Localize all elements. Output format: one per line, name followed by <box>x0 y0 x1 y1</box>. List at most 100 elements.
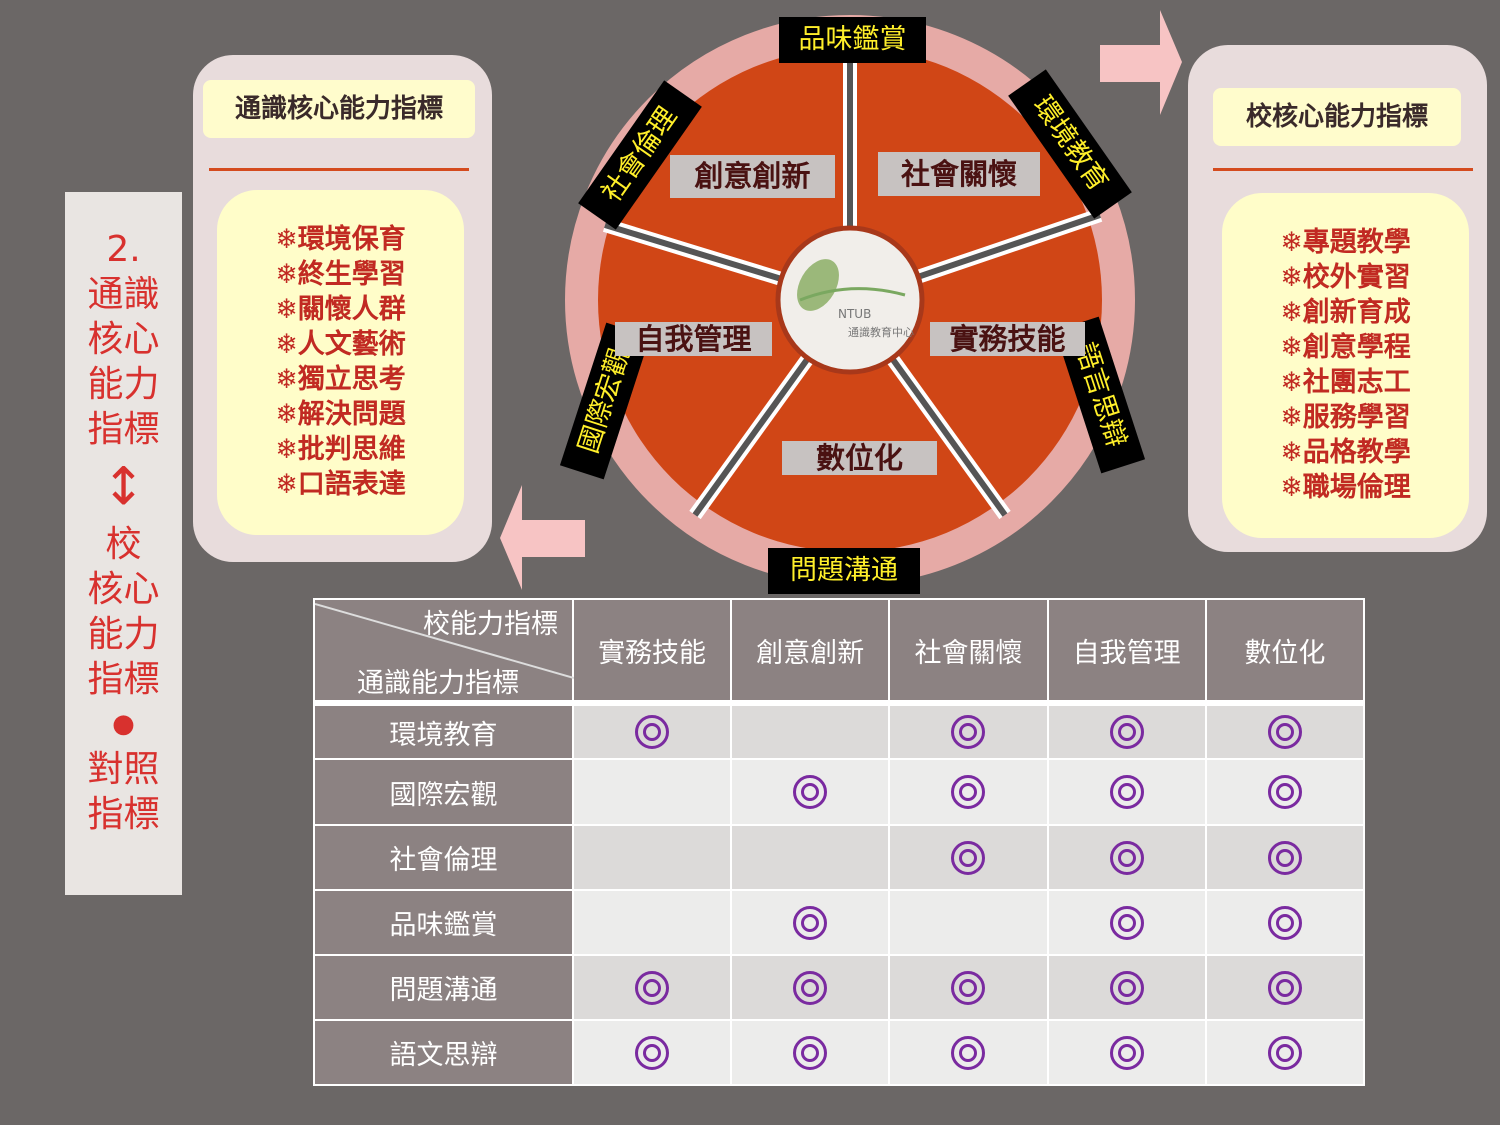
left-panel-title: 通識核心能力指標 <box>203 80 475 138</box>
table-cell <box>1204 1019 1366 1086</box>
list-item: ❄校外實習 <box>1280 262 1411 293</box>
table-row: 問題溝通 <box>313 954 1366 1021</box>
double-circle-mark-icon <box>1267 970 1302 1005</box>
mapping-table: 校能力指標 通識能力指標 實務技能 創意創新 社會關懷 自我管理 數位化 環境教… <box>313 598 1366 1086</box>
column-header: 社會關懷 <box>888 598 1049 704</box>
table-cell <box>888 954 1049 1021</box>
side-line: 指標 <box>87 794 160 835</box>
up-down-arrow-icon: ↕ <box>101 457 146 517</box>
list-item: ❄人文藝術 <box>275 329 406 360</box>
side-line: 核心 <box>87 319 160 360</box>
row-header: 環境教育 <box>313 702 574 760</box>
wheel-diagram: NTUB 通識教育中心 <box>500 10 1182 590</box>
list-item: ❄解決問題 <box>275 399 406 430</box>
table-cell <box>571 954 733 1021</box>
left-arrow-icon <box>500 485 585 590</box>
double-circle-mark-icon <box>1267 715 1302 749</box>
list-item: ❄批判思維 <box>275 434 406 465</box>
list-item: ❄終生學習 <box>275 259 406 290</box>
list-item: ❄職場倫理 <box>1280 472 1411 503</box>
double-circle-mark-icon <box>1267 905 1302 940</box>
left-panel-list: ❄環境保育❄終生學習❄關懷人群❄人文藝術❄獨立思考❄解決問題❄批判思維❄口語表達 <box>217 190 464 535</box>
table-cell <box>1046 702 1207 760</box>
table-cell <box>730 824 891 891</box>
column-header: 數位化 <box>1204 598 1366 704</box>
side-line: 對照 <box>87 749 160 790</box>
table-cell <box>1046 758 1207 826</box>
table-row: 語文思辯 <box>313 1019 1366 1086</box>
column-header: 實務技能 <box>571 598 733 704</box>
double-circle-mark-icon <box>635 970 670 1005</box>
side-line: 核心 <box>87 569 160 610</box>
list-item: ❄獨立思考 <box>275 364 406 395</box>
divider <box>1213 168 1473 171</box>
double-circle-mark-icon <box>1267 840 1302 875</box>
double-circle-mark-icon <box>635 715 670 749</box>
list-item: ❄專題教學 <box>1280 227 1411 258</box>
dot-icon: ● <box>112 709 135 739</box>
table-cell <box>571 702 733 760</box>
table-row: 社會倫理 <box>313 824 1366 891</box>
table-cell <box>888 1019 1049 1086</box>
double-circle-mark-icon <box>635 1035 670 1070</box>
table-cell <box>571 1019 733 1086</box>
double-circle-mark-icon <box>793 775 828 809</box>
double-circle-mark-icon <box>951 1035 986 1070</box>
table-cell <box>1046 824 1207 891</box>
logo-text: 通識教育中心 <box>848 325 914 339</box>
double-circle-mark-icon <box>1267 775 1302 809</box>
double-circle-mark-icon <box>951 840 986 875</box>
inner-label: 實務技能 <box>930 322 1085 356</box>
side-line: 指標 <box>87 409 160 450</box>
row-header: 品味鑑賞 <box>313 889 574 956</box>
inner-label: 創意創新 <box>670 155 835 198</box>
corner-bottom-label: 通識能力指標 <box>357 668 519 699</box>
table-cell <box>888 889 1049 956</box>
list-item: ❄創意學程 <box>1280 332 1411 363</box>
list-item: ❄社團志工 <box>1280 367 1411 398</box>
table-cell <box>1204 758 1366 826</box>
double-circle-mark-icon <box>793 1035 828 1070</box>
double-circle-mark-icon <box>1109 775 1144 809</box>
row-header: 問題溝通 <box>313 954 574 1021</box>
right-arrow-icon <box>1100 10 1182 115</box>
table-cell <box>571 824 733 891</box>
right-panel-list: ❄專題教學❄校外實習❄創新育成❄創意學程❄社團志工❄服務學習❄品格教學❄職場倫理 <box>1222 193 1469 538</box>
double-circle-mark-icon <box>793 905 828 940</box>
row-header: 社會倫理 <box>313 824 574 891</box>
logo-text: NTUB <box>838 307 871 321</box>
row-header: 國際宏觀 <box>313 758 574 826</box>
table-cell <box>1204 702 1366 760</box>
list-item: ❄環境保育 <box>275 224 406 255</box>
list-item: ❄品格教學 <box>1280 437 1411 468</box>
side-line: 指標 <box>87 659 160 700</box>
double-circle-mark-icon <box>951 775 986 809</box>
outer-label: 品味鑑賞 <box>779 17 926 63</box>
corner-top-label: 校能力指標 <box>422 609 558 640</box>
column-header: 創意創新 <box>730 598 891 704</box>
double-circle-mark-icon <box>951 715 986 749</box>
table-cell <box>730 1019 891 1086</box>
side-line: 能力 <box>87 364 160 405</box>
inner-label: 自我管理 <box>615 322 772 356</box>
inner-label: 社會關懷 <box>878 152 1040 196</box>
side-line: 能力 <box>87 614 160 655</box>
table-cell <box>730 954 891 1021</box>
row-header: 語文思辯 <box>313 1019 574 1086</box>
table-cell <box>888 824 1049 891</box>
table-cell <box>1204 824 1366 891</box>
outer-label: 問題溝通 <box>768 548 920 594</box>
double-circle-mark-icon <box>1109 840 1144 875</box>
corner-header: 校能力指標 通識能力指標 <box>313 598 574 704</box>
double-circle-mark-icon <box>1109 1035 1144 1070</box>
side-line: 通識 <box>87 274 160 315</box>
table-cell <box>888 758 1049 826</box>
side-number: 2. <box>106 229 141 270</box>
table-cell <box>1046 1019 1207 1086</box>
table-cell <box>730 889 891 956</box>
side-line: 校 <box>105 524 142 565</box>
table-row: 國際宏觀 <box>313 758 1366 826</box>
right-panel-title: 校核心能力指標 <box>1213 88 1461 146</box>
table-cell <box>730 758 891 826</box>
double-circle-mark-icon <box>793 970 828 1005</box>
